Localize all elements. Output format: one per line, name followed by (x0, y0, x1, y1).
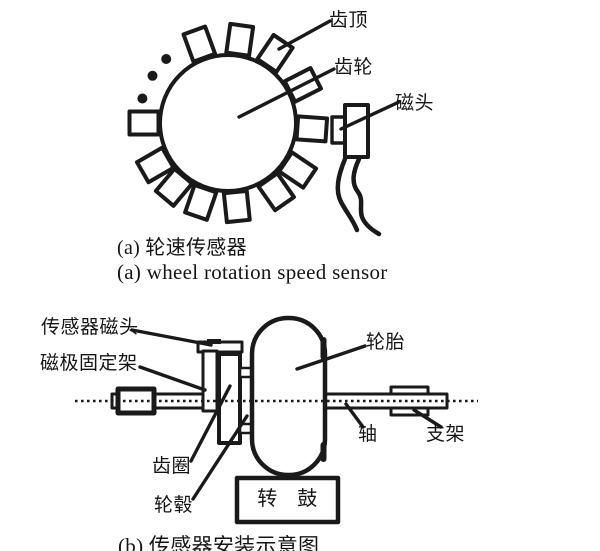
sensor-head-tip-mark (207, 339, 221, 344)
label-tire: 轮胎 (366, 332, 406, 353)
gear-continuation-dot (147, 70, 158, 81)
gear-continuation-dot (161, 54, 172, 64)
leader-line-pole-bracket (138, 365, 207, 392)
axle-right-shaft (323, 392, 449, 410)
sensor-cable-left-edge (335, 156, 360, 233)
magnetic-head-body (343, 103, 370, 159)
label-gear-ring: 齿圈 (152, 456, 192, 477)
label-pole-bracket: 磁极固定架 (40, 353, 138, 374)
leader-line-tooth-top (277, 19, 332, 51)
label-gear-wheel: 齿轮 (334, 57, 374, 78)
leader-line-support (412, 408, 443, 429)
label-wheel-hub: 轮毂 (154, 495, 194, 516)
caption-figure-a-en: (a) wheel rotation speed sensor (117, 260, 388, 284)
gear-tooth (127, 109, 161, 137)
gear-continuation-dots (137, 54, 172, 104)
leader-line-axle (344, 402, 365, 429)
leader-line-gear-wheel (237, 67, 336, 119)
leader-line-sensor-head (130, 328, 213, 347)
label-magnetic-head: 磁头 (395, 93, 435, 114)
sensor-cable-right-edge (351, 156, 382, 237)
leader-line-wheel-hub (191, 414, 249, 501)
leader-line-tire (295, 344, 367, 371)
label-axle: 轴 (358, 424, 378, 445)
figure-b-sensor-installation (75, 315, 478, 525)
drum-box (234, 475, 341, 525)
leader-line-magnetic-head (339, 100, 401, 131)
label-sensor-head: 传感器磁头 (41, 317, 139, 338)
figure-a-wheel-speed-sensor (127, 19, 401, 237)
tire-body (249, 315, 328, 478)
gear-wheel-body (158, 53, 298, 193)
label-tooth-top: 齿顶 (329, 10, 369, 31)
leader-line-gear-ring (189, 384, 232, 463)
label-drum: 转 鼓 (257, 488, 318, 510)
caption-figure-a-zh: (a) 轮速传感器 (117, 237, 247, 259)
caption-figure-b-zh: (b) 传感器安装示意图 (118, 534, 320, 551)
label-support: 支架 (426, 424, 466, 445)
gear-tooth (221, 188, 252, 225)
gear-tooth (224, 21, 256, 58)
gear-continuation-dot (137, 93, 148, 104)
gear-tooth (294, 114, 330, 144)
